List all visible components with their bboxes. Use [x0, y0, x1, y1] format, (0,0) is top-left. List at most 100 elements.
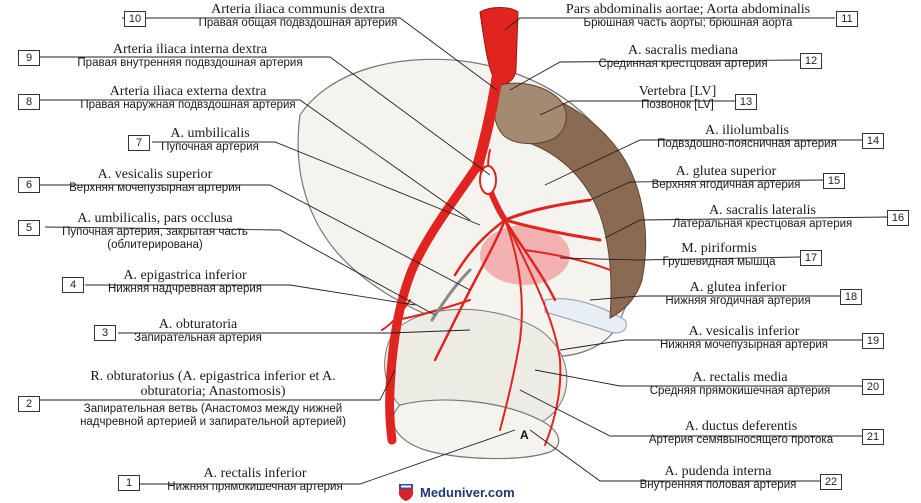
- pubic-bone: [392, 399, 560, 460]
- label-17-number: 17: [800, 250, 822, 266]
- label-16-number: 16: [887, 210, 909, 226]
- label-10: Arteria iliaca communis dextra Правая об…: [148, 2, 448, 30]
- arteria-iliaca-externa: [385, 160, 483, 445]
- label-15-number: 15: [823, 173, 845, 189]
- label-6-latin: A. vesicalis superior: [97, 167, 213, 182]
- label-18-latin: A. glutea inferior: [689, 280, 787, 295]
- label-5-latin: A. umbilicalis, pars occlusa: [77, 211, 233, 226]
- label-13-number: 13: [735, 94, 757, 110]
- label-16-russian: Латеральная крестцовая артерия: [672, 218, 853, 230]
- label-9: Arteria iliaca interna dextra Правая вну…: [40, 42, 340, 70]
- obliterated-umbilical: [430, 268, 472, 322]
- label-20-russian: Средняя прямокишечная артерия: [649, 385, 831, 397]
- label-19-latin: A. vesicalis inferior: [688, 324, 800, 339]
- label-2-russian: Запирательная ветвь (Анастомоз между ниж…: [80, 403, 346, 428]
- label-16-latin: A. sacralis lateralis: [709, 203, 816, 218]
- label-14: A. iliolumbalis Подвздошно-поясничная ар…: [636, 123, 858, 151]
- label-21-latin: A. ductus deferentis: [684, 419, 798, 434]
- label-10-russian: Правая общая подвздошная артерия: [198, 17, 398, 29]
- label-18: A. glutea inferior Нижняя ягодичная арте…: [640, 280, 836, 308]
- label-8-russian: Правая наружная подвздошная артерия: [80, 99, 296, 111]
- label-10-latin: Arteria iliaca communis dextra: [211, 2, 385, 17]
- label-13: Vertebra [LV] Позвонок [LV]: [625, 84, 730, 112]
- label-10-number: 10: [124, 11, 146, 27]
- label-14-russian: Подвздошно-поясничная артерия: [657, 138, 837, 150]
- shield-icon: [399, 484, 413, 501]
- label-15: A. glutea superior Верхняя ягодичная арт…: [632, 164, 820, 192]
- label-18-russian: Нижняя ягодичная артерия: [665, 295, 811, 307]
- figure-letter: A: [520, 428, 529, 442]
- label-15-russian: Верхняя ягодичная артерия: [651, 179, 801, 191]
- label-22-latin: A. pudenda interna: [664, 464, 772, 479]
- label-1-number: 1: [118, 475, 140, 491]
- label-15-latin: A. glutea superior: [675, 164, 777, 179]
- label-17: M. piriformis Грушевидная мышца: [640, 241, 798, 269]
- vertebra-lv: [493, 82, 567, 145]
- label-21-russian: Артерия семявыносящего протока: [648, 434, 834, 446]
- label-20: A. rectalis media Средняя прямокишечная …: [622, 370, 858, 398]
- label-19-russian: Нижняя мочепузырная артерия: [659, 339, 829, 351]
- label-8-latin: Arteria iliaca externa dextra: [109, 84, 267, 99]
- label-5: A. umbilicalis, pars occlusa Пупочная ар…: [40, 211, 270, 252]
- label-7-russian: Пупочная артерия: [161, 141, 259, 153]
- label-20-number: 20: [862, 379, 884, 395]
- artery-branches: [381, 149, 611, 446]
- label-7-number: 7: [128, 135, 150, 151]
- label-12-number: 12: [800, 53, 822, 69]
- label-6: A. vesicalis superior Верхняя мочепузырн…: [40, 167, 270, 195]
- label-7-latin: A. umbilicalis: [170, 126, 250, 141]
- label-5-russian: Пупочная артерия, закрытая часть (облите…: [62, 226, 248, 251]
- label-4: A. epigastrica inferior Нижняя надчревна…: [85, 268, 285, 296]
- watermark-text: Meduniver.com: [420, 484, 515, 500]
- leader-lines: [40, 17, 888, 485]
- arteria-iliaca-communis: [472, 72, 503, 171]
- label-9-russian: Правая внутренняя подвздошная артерия: [77, 57, 303, 69]
- label-18-number: 18: [840, 289, 862, 305]
- label-16: A. sacralis lateralis Латеральная крестц…: [640, 203, 885, 231]
- label-22: A. pudenda interna Внутренняя половая ар…: [620, 464, 816, 492]
- sacrum: [519, 89, 647, 319]
- label-17-russian: Грушевидная мышца: [662, 256, 776, 268]
- label-19-number: 19: [862, 333, 884, 349]
- label-2: R. obturatorius (A. epigastrica inferior…: [58, 369, 368, 429]
- label-11-number: 11: [836, 11, 858, 27]
- label-4-russian: Нижняя надчревная артерия: [107, 283, 263, 295]
- label-8: Arteria iliaca externa dextra Правая нар…: [38, 84, 338, 112]
- label-3-russian: Запирательная артерия: [134, 332, 262, 344]
- label-11-latin: Pars abdominalis aortae; Aorta abdominal…: [565, 2, 811, 17]
- label-17-latin: M. piriformis: [681, 241, 757, 256]
- label-2-number: 2: [18, 396, 40, 412]
- label-9-number: 9: [18, 50, 40, 66]
- label-11: Pars abdominalis aortae; Aorta abdominal…: [543, 2, 833, 30]
- label-3-latin: A. obturatoria: [158, 317, 238, 332]
- label-12-latin: A. sacralis mediana: [627, 43, 738, 58]
- label-6-number: 6: [18, 177, 40, 193]
- label-5-number: 5: [18, 220, 40, 236]
- label-11-russian: Брюшная часть аорты; брюшная аорта: [583, 17, 793, 29]
- label-12: A. sacralis mediana Срединная крестцовая…: [568, 43, 798, 71]
- external-iliac-loop: [479, 165, 497, 195]
- label-13-russian: Позвонок [LV]: [641, 99, 714, 111]
- label-8-number: 8: [18, 94, 40, 110]
- watermark-logo: Meduniver.com: [398, 481, 515, 503]
- label-1-russian: Нижняя прямокишечная артерия: [167, 481, 343, 493]
- label-20-latin: A. rectalis media: [692, 370, 788, 385]
- label-3-number: 3: [94, 325, 116, 341]
- label-4-number: 4: [62, 277, 84, 293]
- label-19: A. vesicalis inferior Нижняя мочепузырна…: [630, 324, 858, 352]
- piriformis-muscle: [480, 225, 570, 285]
- label-21: A. ductus deferentis Артерия семявыносящ…: [624, 419, 858, 447]
- label-1: A. rectalis inferior Нижняя прямокишечна…: [140, 466, 370, 494]
- label-21-number: 21: [862, 429, 884, 445]
- ligament: [544, 298, 627, 334]
- label-22-russian: Внутренняя половая артерия: [639, 479, 797, 491]
- label-1-latin: A. rectalis inferior: [203, 466, 307, 481]
- label-22-number: 22: [820, 474, 842, 490]
- label-12-russian: Срединная крестцовая артерия: [598, 58, 768, 70]
- label-3: A. obturatoria Запирательная артерия: [118, 317, 278, 345]
- label-4-latin: A. epigastrica inferior: [123, 268, 247, 283]
- label-9-latin: Arteria iliaca interna dextra: [112, 42, 268, 57]
- label-2-latin: R. obturatorius (A. epigastrica inferior…: [90, 369, 336, 399]
- label-6-russian: Верхняя мочепузырная артерия: [69, 182, 241, 194]
